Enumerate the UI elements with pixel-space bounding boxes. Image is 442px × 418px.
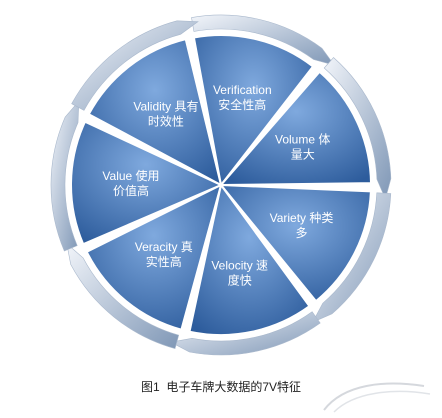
segment-label-4: Velocity 速度快 bbox=[211, 259, 268, 288]
segment-label-line: 安全性高 bbox=[218, 97, 266, 112]
segment-label-2: Volume 体量大 bbox=[275, 133, 330, 162]
wheel-segment-2 bbox=[218, 70, 373, 187]
ring-arrow-4 bbox=[169, 311, 321, 356]
segment-label-line: Veracity 真 bbox=[135, 240, 193, 254]
segment-label-line: 度快 bbox=[228, 273, 252, 288]
segment-label-line: 时效性 bbox=[148, 113, 184, 128]
segment-label-3: Variety 种类多 bbox=[270, 211, 334, 240]
segment-label-7: Validity 具有时效性 bbox=[133, 99, 198, 128]
ring-arrow-5 bbox=[66, 242, 180, 349]
outer-arrow-ring bbox=[50, 14, 392, 356]
wheel-segment-4 bbox=[188, 182, 311, 337]
wheel-segment-3 bbox=[218, 183, 372, 303]
segment-label-line: 多 bbox=[295, 226, 307, 240]
wheel-segment-7 bbox=[87, 37, 223, 187]
ring-arrow-3 bbox=[311, 192, 392, 323]
ring-arrow-1 bbox=[191, 14, 336, 66]
watermark-logo bbox=[323, 382, 431, 413]
figure-caption: 图1 电子车牌大数据的7V特征 bbox=[0, 378, 442, 395]
wheel-segment-6 bbox=[70, 120, 224, 246]
segment-label-line: Variety 种类 bbox=[270, 211, 334, 225]
segment-group bbox=[70, 34, 373, 337]
segment-label-line: Verification bbox=[213, 83, 272, 97]
ring-arrow-2 bbox=[323, 57, 392, 200]
segment-label-line: 价值高 bbox=[113, 183, 149, 198]
ring-arrow-6 bbox=[50, 100, 80, 252]
segment-label-5: Veracity 真实性高 bbox=[135, 240, 193, 269]
wheel-segment-1 bbox=[192, 34, 315, 188]
segment-label-line: Velocity 速 bbox=[211, 259, 268, 273]
segment-label-line: 实性高 bbox=[146, 254, 182, 269]
segment-label-line: 量大 bbox=[291, 148, 315, 162]
wheel-segment-5 bbox=[85, 183, 223, 331]
segment-label-line: Value 使用 bbox=[102, 168, 159, 183]
ring-arrow-7 bbox=[71, 20, 199, 111]
segment-label-line: Volume 体 bbox=[275, 133, 330, 147]
segment-label-6: Value 使用价值高 bbox=[102, 168, 159, 198]
segment-label-line: Validity 具有 bbox=[133, 99, 198, 113]
figure-caption-text: 电子车牌大数据的7V特征 bbox=[166, 380, 302, 394]
figure-number: 图1 bbox=[140, 380, 160, 394]
